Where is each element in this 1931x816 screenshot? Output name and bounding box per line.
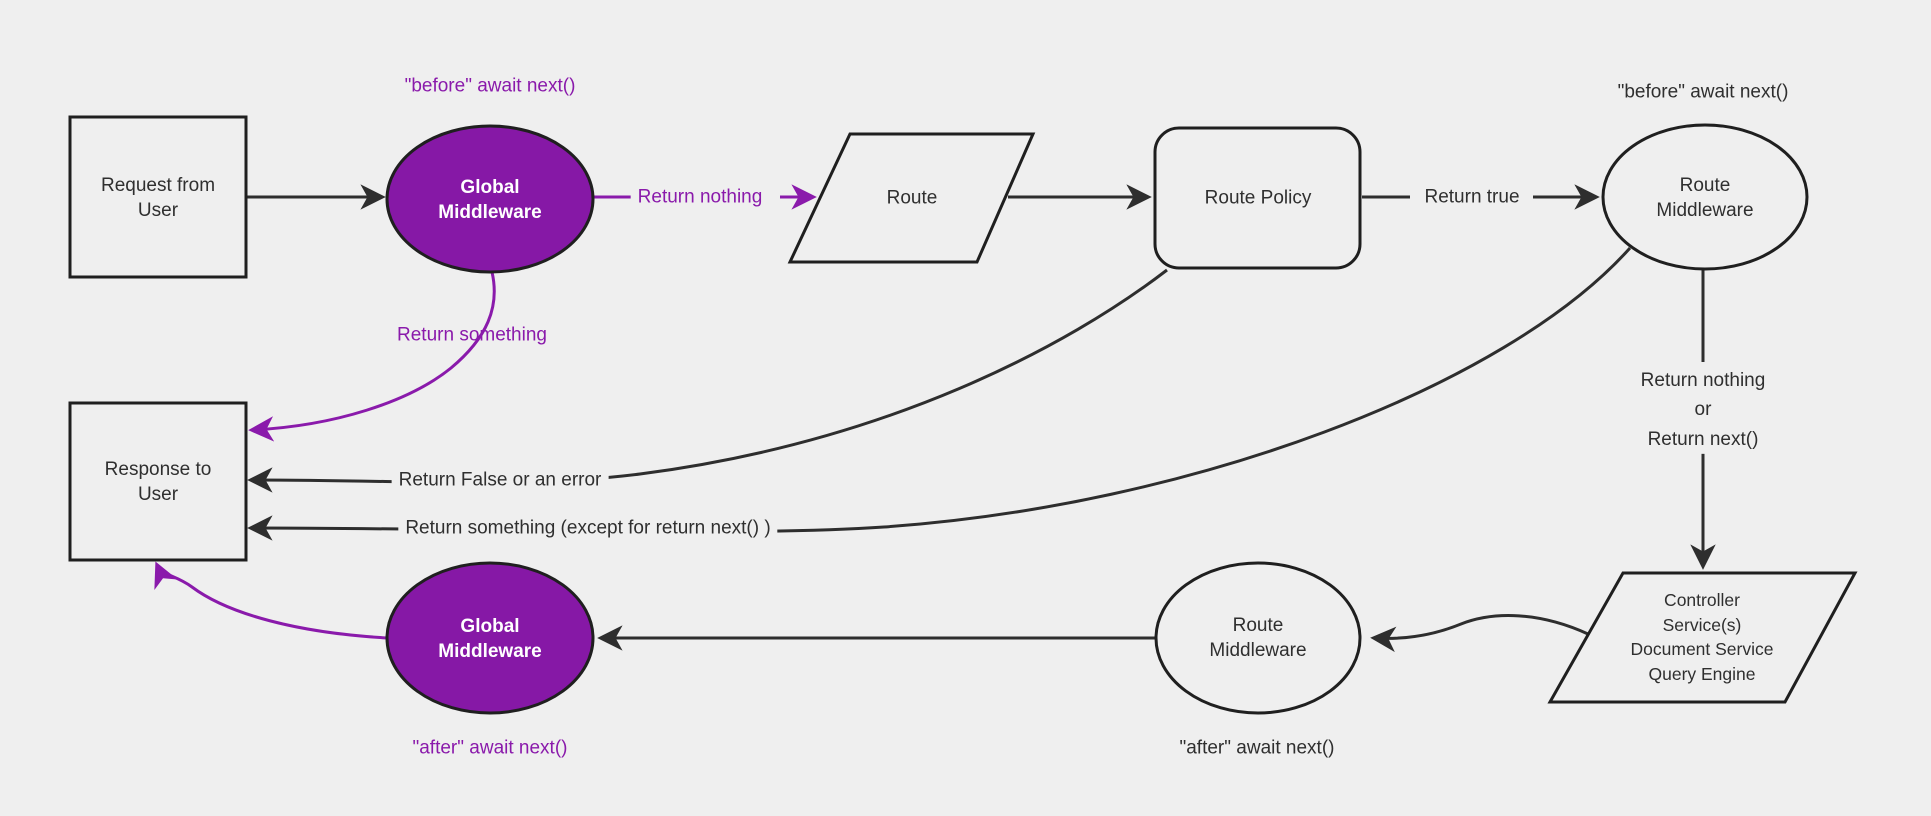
return-nothing-or-next-label: Return nothing or Return next() — [1633, 365, 1773, 455]
controller-parallelogram — [1547, 571, 1858, 704]
return-true-label: Return true — [1417, 184, 1527, 210]
response-to-user-box — [68, 401, 248, 562]
before-await-next-global-label: "before" await next() — [404, 75, 576, 97]
request-from-user-box — [68, 115, 248, 279]
route-label: Route — [886, 187, 938, 209]
route-middleware-bottom-label: Route Middleware — [1209, 614, 1307, 661]
edge-controller-to-route-middleware-bottom — [1370, 614, 1589, 653]
route-middleware-bottom-ellipse — [1154, 561, 1362, 715]
global-middleware-top-ellipse — [385, 124, 595, 274]
route-policy-rounded-box — [1153, 126, 1362, 270]
edge-global-middleware-return-something-to-response — [248, 271, 496, 442]
route-parallelogram — [787, 132, 1036, 264]
response-to-user-label: Response to User — [104, 458, 212, 505]
after-await-next-global-label: "after" await next() — [412, 737, 568, 759]
global-middleware-bottom-label: Global Middleware — [438, 615, 542, 662]
route-policy-label: Route Policy — [1204, 187, 1312, 209]
route-middleware-top-label: Route Middleware — [1656, 174, 1754, 221]
return-nothing-label: Return nothing — [630, 184, 770, 210]
return-something-except-label: Return something (except for return next… — [398, 515, 778, 541]
request-from-user-label: Request from User — [100, 174, 216, 221]
return-something-label: Return something — [397, 324, 547, 346]
before-await-next-route-label: "before" await next() — [1617, 81, 1789, 103]
after-await-next-route-label: "after" await next() — [1179, 737, 1335, 759]
edge-route-policy-return-false-to-response — [247, 268, 1168, 493]
return-false-or-error-label: Return False or an error — [391, 467, 609, 493]
edge-global-middleware-bottom-to-response — [154, 561, 389, 640]
global-middleware-top-label: Global Middleware — [438, 176, 542, 223]
global-middleware-bottom-ellipse — [385, 561, 595, 715]
controller-label: Controller Service(s) Document Service Q… — [1630, 590, 1774, 684]
route-middleware-top-ellipse — [1601, 123, 1809, 271]
